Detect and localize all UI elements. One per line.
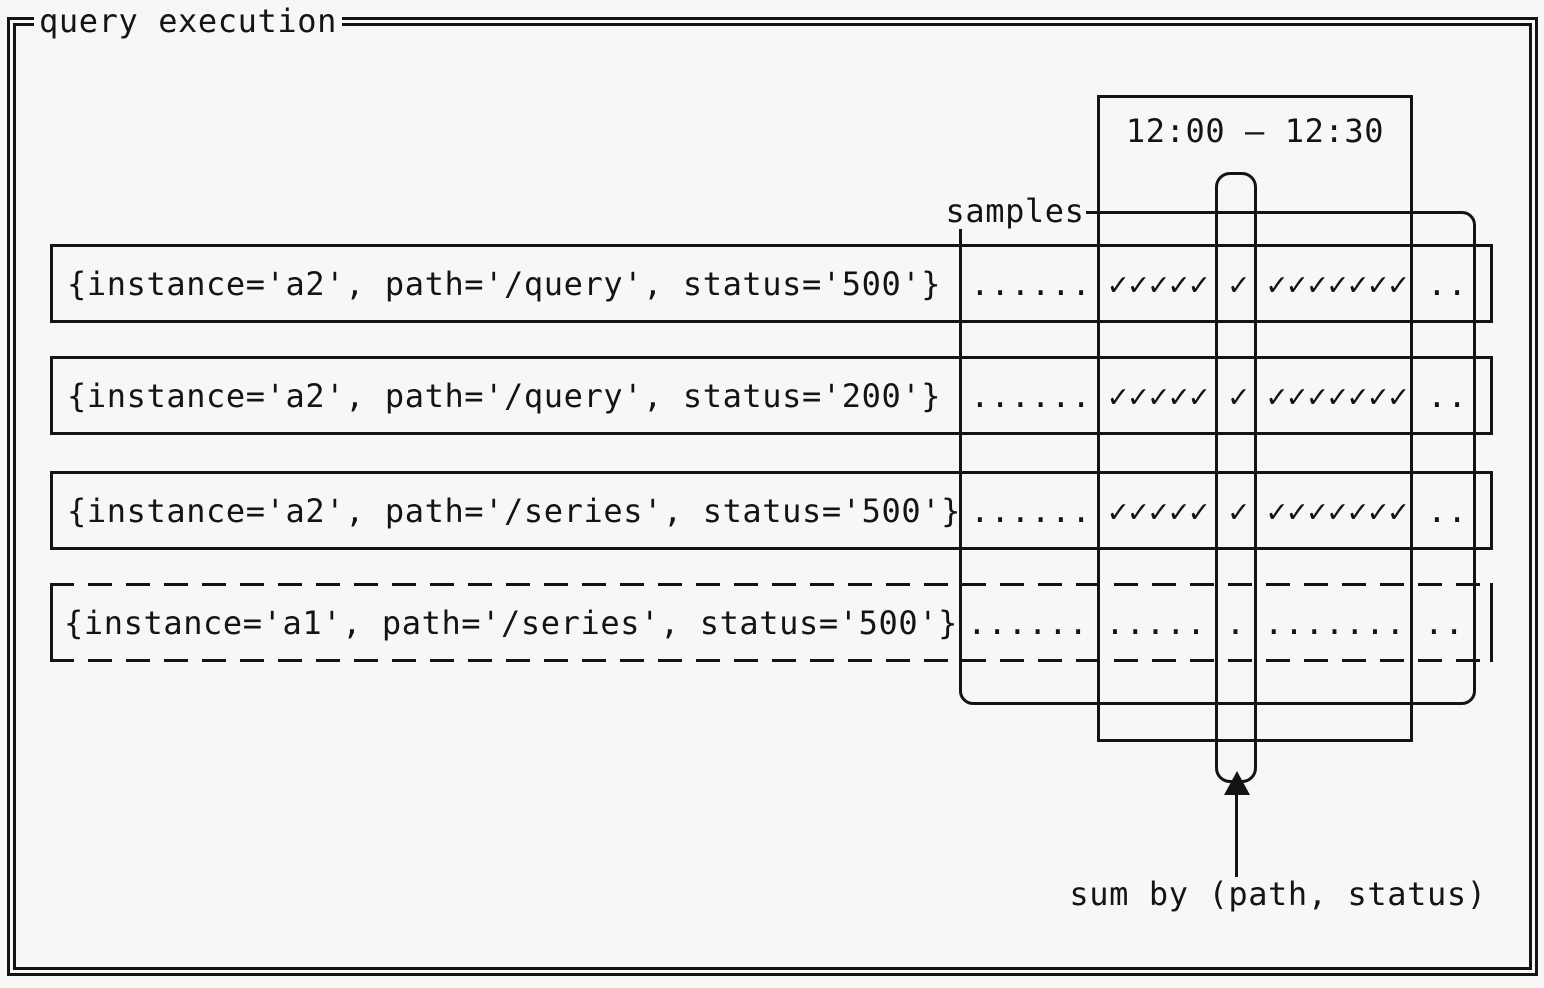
diagram-frame-outer — [7, 17, 1538, 976]
aggregation-label: sum by (path, status) — [1069, 875, 1487, 913]
samples-cell-after-window: .. — [1424, 603, 1465, 642]
diagram-frame-inner — [13, 23, 1532, 970]
series-row: {instance='a2', path='/query', status='2… — [50, 356, 1493, 435]
samples-cell-step: ✓ — [1228, 376, 1250, 415]
samples-cell-window-post: ✓✓✓✓✓✓✓ — [1267, 264, 1409, 303]
samples-cell-before-window: ...... — [970, 491, 1092, 530]
samples-cell-window-post: ✓✓✓✓✓✓✓ — [1267, 376, 1409, 415]
samples-cell-step: ✓ — [1228, 491, 1250, 530]
samples-cell-before-window: ...... — [967, 603, 1089, 642]
series-row: {instance='a2', path='/query', status='5… — [50, 244, 1493, 323]
samples-cell-step: ✓ — [1228, 264, 1250, 303]
samples-cell-window-pre: ✓✓✓✓✓ — [1108, 264, 1210, 303]
step-pill — [1215, 172, 1257, 783]
series-selector: {instance='a2', path='/series', status='… — [67, 491, 961, 530]
series-row-stale: {instance='a1', path='/series', status='… — [50, 583, 1493, 662]
samples-cell-window-pre: ✓✓✓✓✓ — [1108, 491, 1210, 530]
series-selector: {instance='a1', path='/series', status='… — [64, 603, 958, 642]
time-window-label: 12:00 – 12:30 — [1125, 112, 1385, 150]
samples-label: samples — [944, 191, 1086, 230]
samples-cell-window-pre: ..... — [1105, 603, 1207, 642]
series-selector: {instance='a2', path='/query', status='5… — [67, 264, 942, 303]
samples-cell-after-window: .. — [1427, 376, 1468, 415]
samples-cell-before-window: ...... — [970, 264, 1092, 303]
samples-cell-step: . — [1225, 603, 1247, 642]
series-selector: {instance='a2', path='/query', status='2… — [67, 376, 942, 415]
series-row: {instance='a2', path='/series', status='… — [50, 471, 1493, 550]
samples-cell-before-window: ...... — [970, 376, 1092, 415]
diagram-title: query execution — [34, 2, 342, 40]
samples-cell-after-window: .. — [1427, 264, 1468, 303]
samples-cell-after-window: .. — [1427, 491, 1468, 530]
samples-cell-window-pre: ✓✓✓✓✓ — [1108, 376, 1210, 415]
arrow-shaft — [1235, 793, 1238, 877]
time-window-box: 12:00 – 12:30 — [1097, 95, 1413, 742]
arrow-up-icon — [1224, 771, 1250, 795]
samples-cell-window-post: ✓✓✓✓✓✓✓ — [1267, 491, 1409, 530]
samples-cell-window-post: ....... — [1264, 603, 1406, 642]
